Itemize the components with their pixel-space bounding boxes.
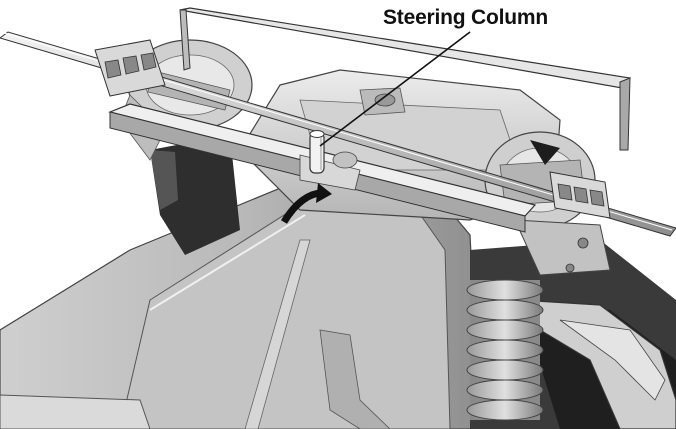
coil-spring: [466, 279, 544, 421]
right-rod-clamp: [530, 140, 611, 219]
right-fender-panel: [518, 299, 676, 429]
left-rod-clamp: [94, 39, 166, 97]
chassis-body: [0, 174, 481, 429]
rotation-arrow-icon: [280, 183, 332, 224]
steering-column: [309, 130, 325, 174]
callout-label: Steering Column: [383, 6, 549, 29]
callout-leader-line: [319, 31, 471, 147]
